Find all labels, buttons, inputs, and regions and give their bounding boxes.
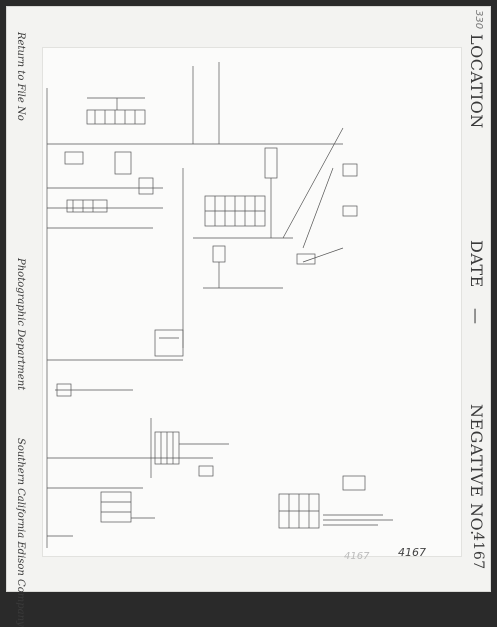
negative-number-value: 4167 <box>470 532 486 570</box>
photographic-department-label: Photographic Department <box>15 258 26 391</box>
negative-card: Return to File No Photographic Departmen… <box>6 6 491 627</box>
date-label: DATE <box>467 240 486 288</box>
handwritten-negative-number: 4167 <box>398 546 426 559</box>
return-to-file-label: Return to File No <box>15 32 26 121</box>
handwritten-top-corner: 330 <box>473 10 484 30</box>
negative-no-label: NEGATIVE NO. <box>467 404 486 536</box>
schematic-drawing <box>43 48 461 556</box>
handwritten-faint-number: 4167 <box>344 551 370 562</box>
location-label: LOCATION <box>467 34 486 129</box>
schematic-svg <box>46 62 393 548</box>
company-label: Southern California Edison Company <box>15 438 26 627</box>
date-dash: — <box>467 308 486 325</box>
